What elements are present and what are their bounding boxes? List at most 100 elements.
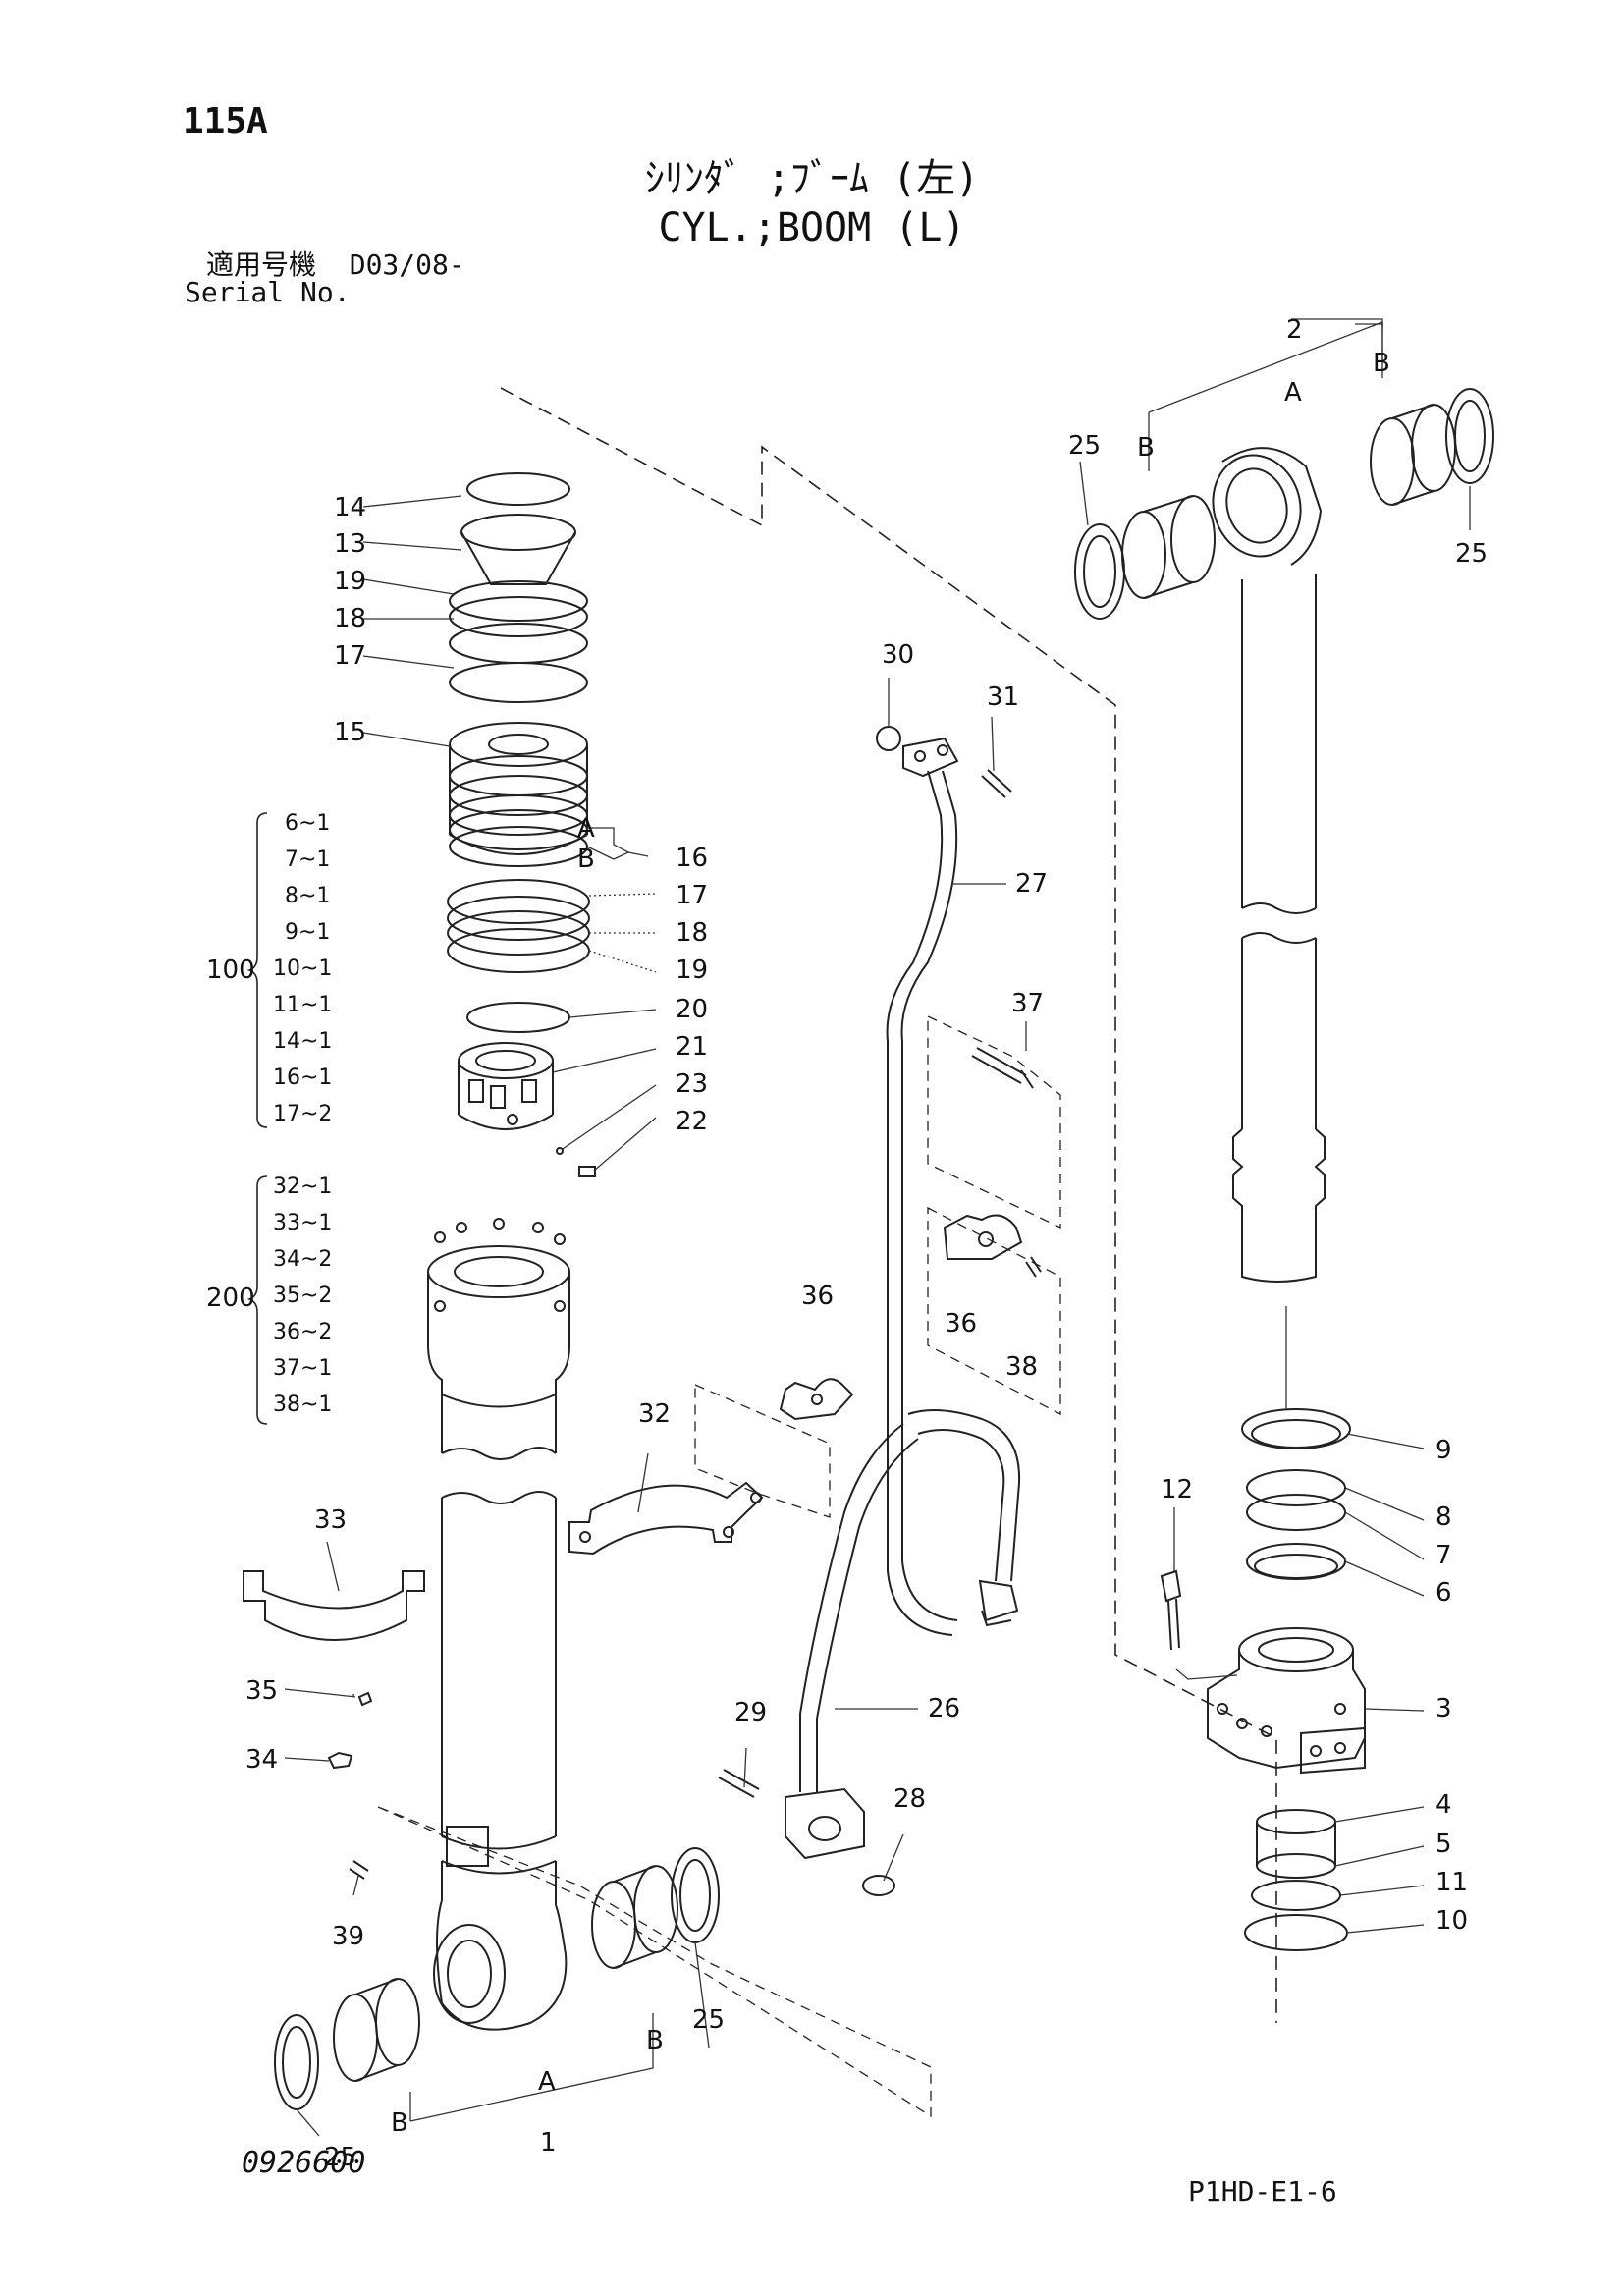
callout-19b: 19 (676, 956, 708, 985)
callout-17b: 17 (676, 881, 708, 910)
kit-200-item: 33~1 (273, 1211, 332, 1235)
kit-100-list: 100 6~1 7~1 8~1 9~1 10~1 11~1 14~1 16~1 … (206, 811, 332, 1126)
letter-a-tube: A (538, 2067, 556, 2097)
kit-200-list: 200 32~1 33~1 34~2 35~2 36~2 37~1 38~1 (206, 1175, 332, 1417)
callout-27: 27 (1015, 869, 1048, 899)
kit-100-number: 100 (206, 956, 255, 985)
clamp-band-33 (243, 1570, 425, 1641)
callout-3: 3 (1435, 1694, 1452, 1723)
head-seal-rings (1241, 1408, 1351, 1580)
callout-4: 4 (1435, 1790, 1452, 1820)
callout-37: 37 (1011, 989, 1044, 1018)
letter-b-rod-left: B (1137, 433, 1155, 463)
callout-25d: 25 (324, 2143, 356, 2172)
callout-2: 2 (1286, 315, 1303, 345)
callout-22: 22 (676, 1107, 708, 1136)
flange-block-30 (876, 726, 959, 778)
drawing-number: 0926600 (242, 2146, 366, 2180)
callout-35: 35 (245, 1676, 278, 1706)
callout-29: 29 (734, 1698, 767, 1727)
title-japanese: ｼﾘﾝﾀﾞ ;ﾌﾞｰﾑ (左) (644, 156, 980, 201)
callout-36a: 36 (801, 1282, 834, 1311)
callout-15: 15 (334, 718, 366, 747)
head-bolt-12 (1160, 1569, 1182, 1651)
bolts-and-fittings (327, 769, 1034, 1880)
callout-25b: 25 (1455, 539, 1488, 569)
callout-9: 9 (1435, 1436, 1452, 1465)
callout-7: 7 (1435, 1541, 1452, 1570)
callout-18b: 18 (676, 918, 708, 948)
bracket-36-lower (779, 1378, 854, 1421)
kit-200-item: 38~1 (273, 1393, 332, 1417)
letter-b-seal: B (577, 845, 595, 874)
callout-34: 34 (245, 1745, 278, 1775)
pipe-27 (886, 770, 1021, 1636)
kit-100-item: 17~2 (273, 1102, 332, 1126)
piston-rings-lower (447, 809, 590, 1033)
kit-100-item: 7~1 (285, 847, 330, 872)
pipe-26 (799, 1423, 919, 1792)
kit-200-item: 36~2 (273, 1320, 332, 1344)
leader-lines (284, 318, 1471, 2137)
kit-200-item: 32~1 (273, 1175, 332, 1199)
kit-100-item: 8~1 (285, 884, 330, 908)
callout-16: 16 (676, 844, 708, 873)
callout-32: 32 (638, 1399, 671, 1429)
kit-200-item: 35~2 (273, 1284, 332, 1308)
reference-letters: A B A B A B B B (391, 349, 1390, 2138)
rod-bushings (1074, 388, 1494, 620)
dashed-subframe (377, 1014, 1061, 2118)
callout-23: 23 (676, 1069, 708, 1099)
callout-25c: 25 (692, 2005, 725, 2035)
page-code: 115A (183, 101, 268, 141)
dashed-grouping-frame (500, 387, 1277, 2023)
callout-6: 6 (1435, 1578, 1452, 1608)
kit-100-item: 10~1 (273, 957, 332, 981)
tube-eye-bushings (274, 1847, 720, 2110)
callout-5: 5 (1435, 1830, 1452, 1859)
cylinder-tube (427, 1245, 570, 2031)
callout-labels: 14 13 19 18 17 15 16 17 18 19 20 21 23 2… (245, 315, 1488, 2172)
callout-28: 28 (893, 1784, 926, 1814)
kit-braces (246, 812, 268, 1425)
callout-11: 11 (1435, 1868, 1468, 1897)
callout-10: 10 (1435, 1906, 1468, 1936)
hose-fitting (978, 1579, 1019, 1627)
kit-200-number: 200 (206, 1284, 255, 1313)
piston-seal-rings (449, 472, 588, 703)
nut (458, 1042, 596, 1177)
callout-8: 8 (1435, 1503, 1452, 1532)
rod-eye-and-rod (1212, 447, 1326, 1283)
callout-13: 13 (334, 529, 366, 559)
piston (449, 722, 588, 855)
callout-33: 33 (314, 1505, 347, 1535)
letter-a-seal: A (577, 814, 595, 844)
kit-100-item: 16~1 (273, 1066, 332, 1090)
sheet-code: P1HD-E1-6 (1188, 2175, 1337, 2208)
kit-100-item: 11~1 (273, 993, 332, 1017)
kit-100-item: 9~1 (285, 920, 330, 945)
callout-12: 12 (1161, 1475, 1193, 1504)
serial-label-japanese: 適用号機 D03/08- (206, 248, 465, 281)
kit-100-item: 6~1 (285, 811, 330, 836)
callout-17a: 17 (334, 641, 366, 671)
kit-100-item: 14~1 (273, 1029, 332, 1054)
callout-1: 1 (540, 2128, 557, 2158)
serial-label-english: Serial No. (185, 276, 351, 308)
letter-a-rod: A (1284, 378, 1302, 408)
title-english: CYL.;BOOM (L) (658, 205, 966, 250)
letter-b-tube-right: B (646, 2026, 664, 2055)
callout-31: 31 (987, 683, 1019, 712)
callout-19a: 19 (334, 567, 366, 596)
callout-18a: 18 (334, 604, 366, 633)
callout-26: 26 (928, 1694, 960, 1723)
flange-block-28 (785, 1787, 895, 1896)
cylinder-head (1207, 1627, 1366, 1775)
callout-14: 14 (334, 493, 366, 522)
bracket-36-upper (943, 1214, 1042, 1278)
callout-38: 38 (1005, 1352, 1038, 1382)
callout-30: 30 (882, 640, 914, 670)
letter-b-rod-right: B (1373, 349, 1390, 378)
clamp-band-32 (568, 1481, 764, 1556)
